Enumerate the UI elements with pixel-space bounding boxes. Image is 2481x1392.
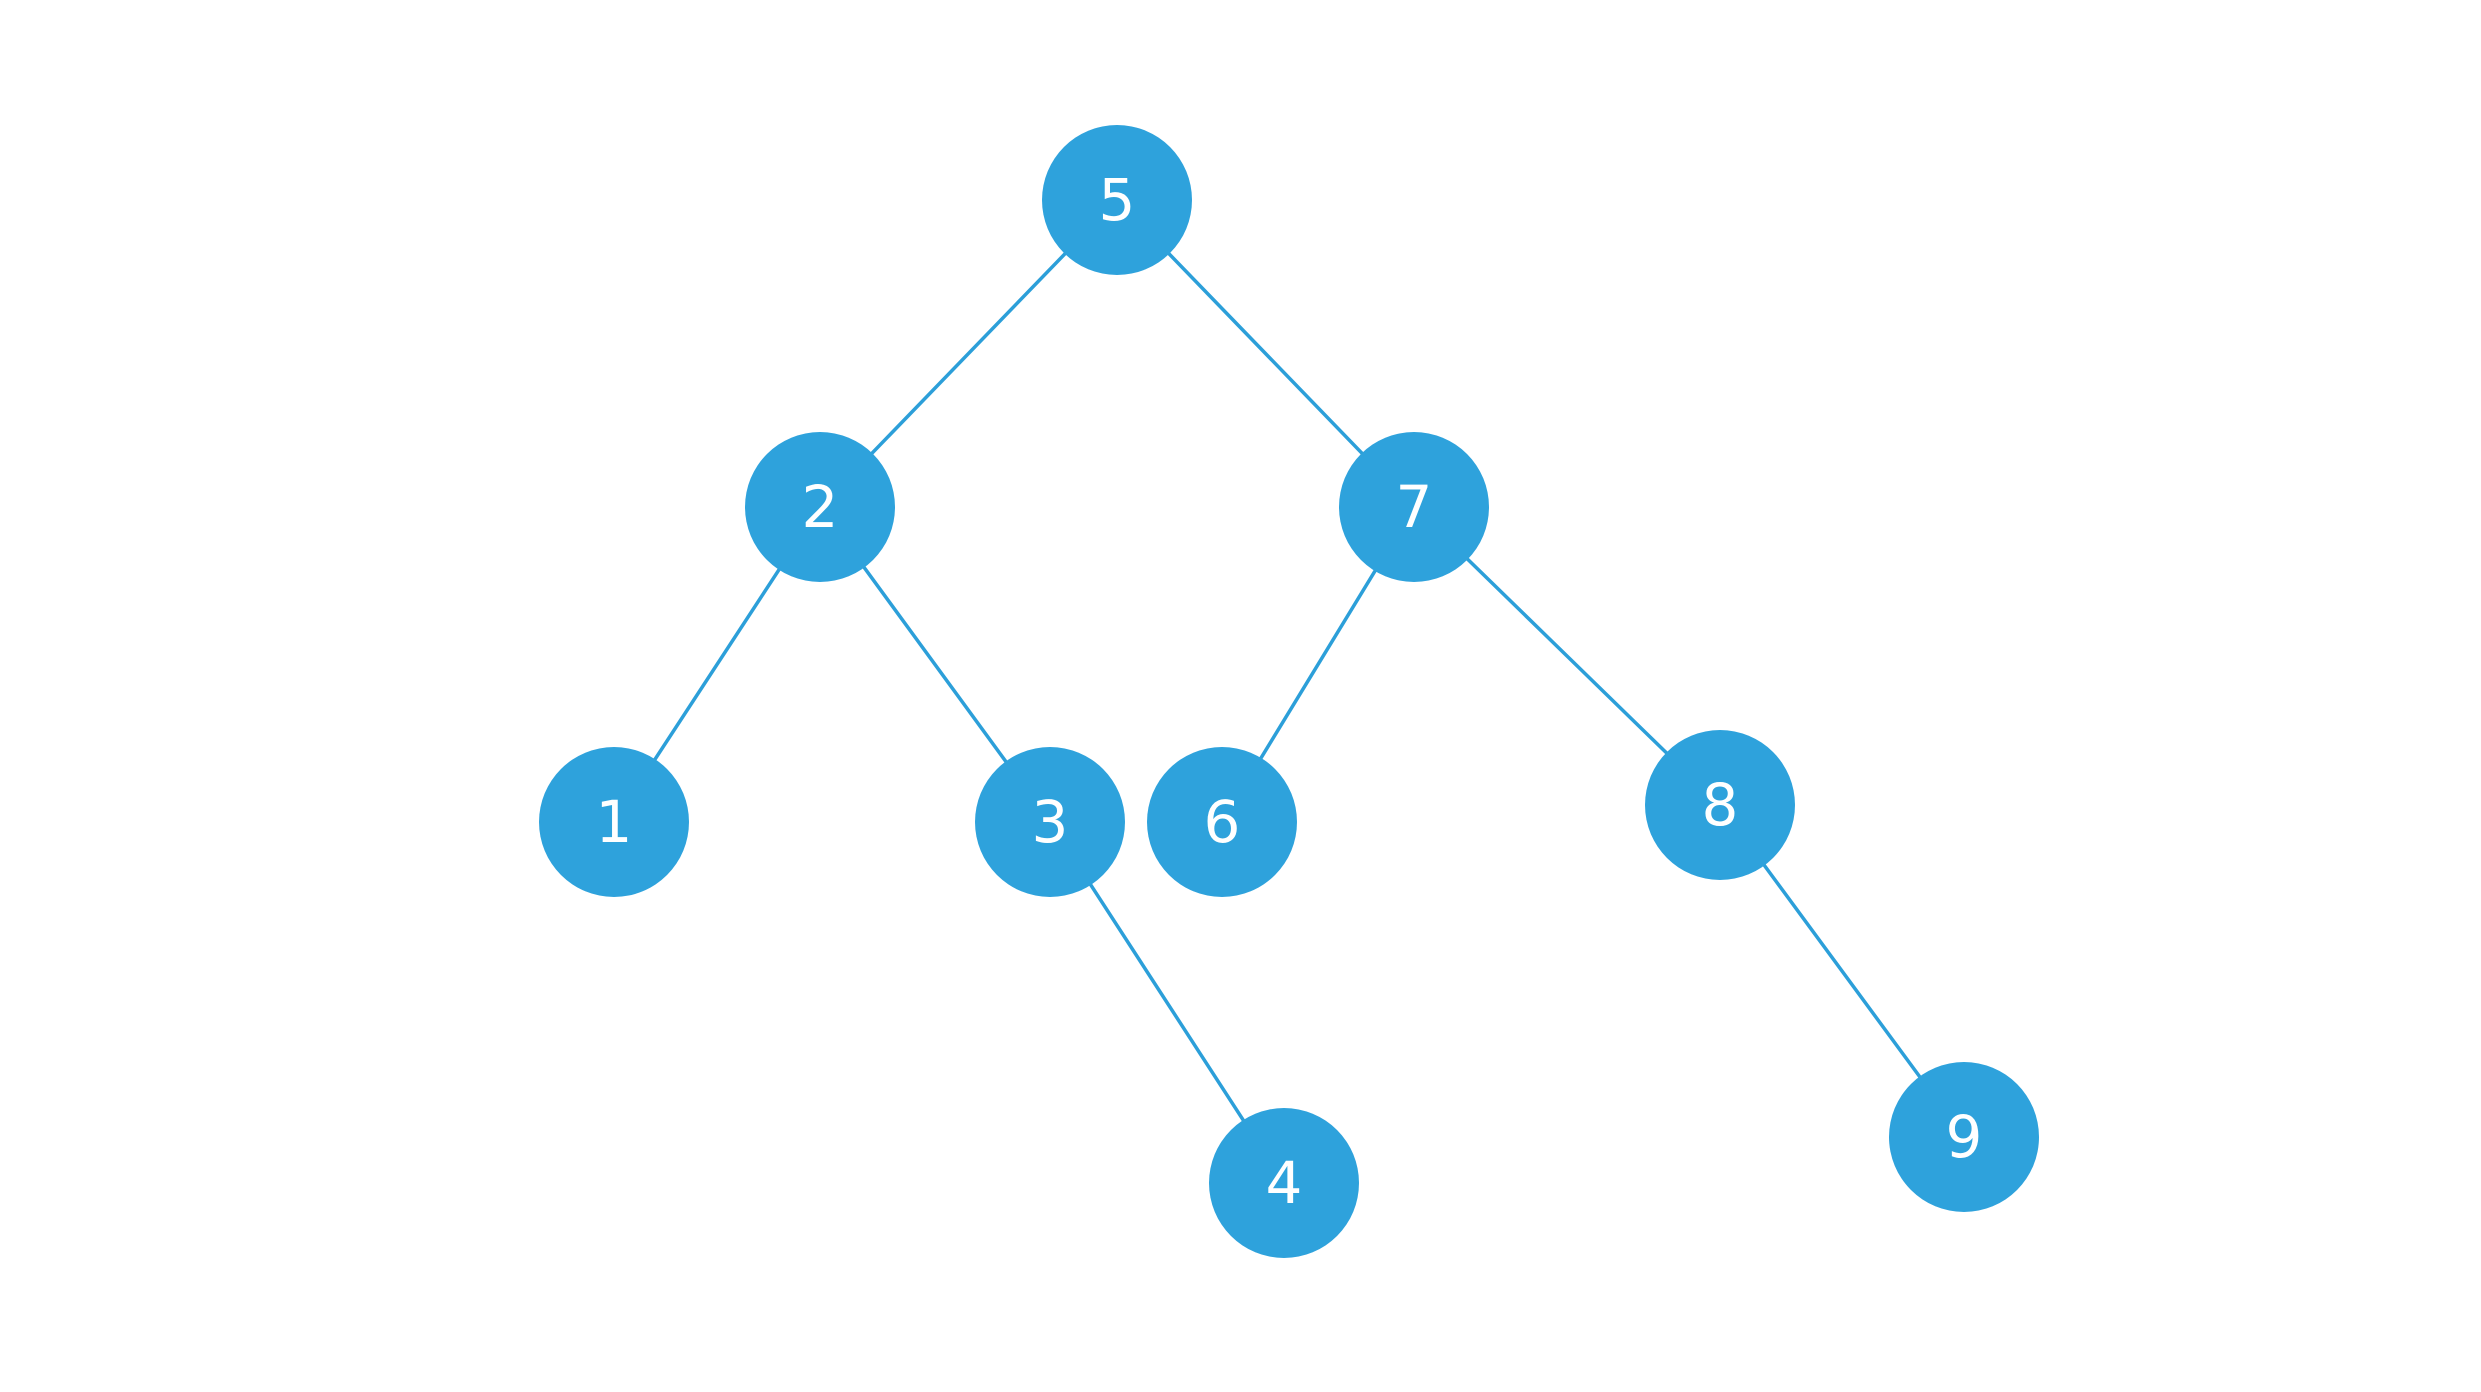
nodes-layer: 5 2 7 1 3 6 8 4 9 <box>539 125 2039 1258</box>
node-label-9: 9 <box>1946 1103 1983 1171</box>
node-circle-2 <box>745 432 895 582</box>
node-label-6: 6 <box>1204 788 1241 856</box>
tree-node-5: 5 <box>1042 125 1192 275</box>
node-circle-8 <box>1645 730 1795 880</box>
tree-node-7: 7 <box>1339 432 1489 582</box>
node-circle-3 <box>975 747 1125 897</box>
tree-node-2: 2 <box>745 432 895 582</box>
node-circle-9 <box>1889 1062 2039 1212</box>
tree-node-1: 1 <box>539 747 689 897</box>
node-label-1: 1 <box>596 788 633 856</box>
node-circle-1 <box>539 747 689 897</box>
node-label-2: 2 <box>802 473 839 541</box>
node-label-7: 7 <box>1396 473 1433 541</box>
node-label-4: 4 <box>1266 1149 1303 1217</box>
edges-layer <box>612 198 1966 1185</box>
tree-node-6: 6 <box>1147 747 1297 897</box>
tree-node-3: 3 <box>975 747 1125 897</box>
tree-node-4: 4 <box>1209 1108 1359 1258</box>
tree-node-8: 8 <box>1645 730 1795 880</box>
node-label-3: 3 <box>1032 788 1069 856</box>
node-circle-7 <box>1339 432 1489 582</box>
node-label-5: 5 <box>1099 166 1136 234</box>
tree-node-9: 9 <box>1889 1062 2039 1212</box>
node-circle-6 <box>1147 747 1297 897</box>
node-circle-4 <box>1209 1108 1359 1258</box>
node-label-8: 8 <box>1702 771 1739 839</box>
node-circle-5 <box>1042 125 1192 275</box>
